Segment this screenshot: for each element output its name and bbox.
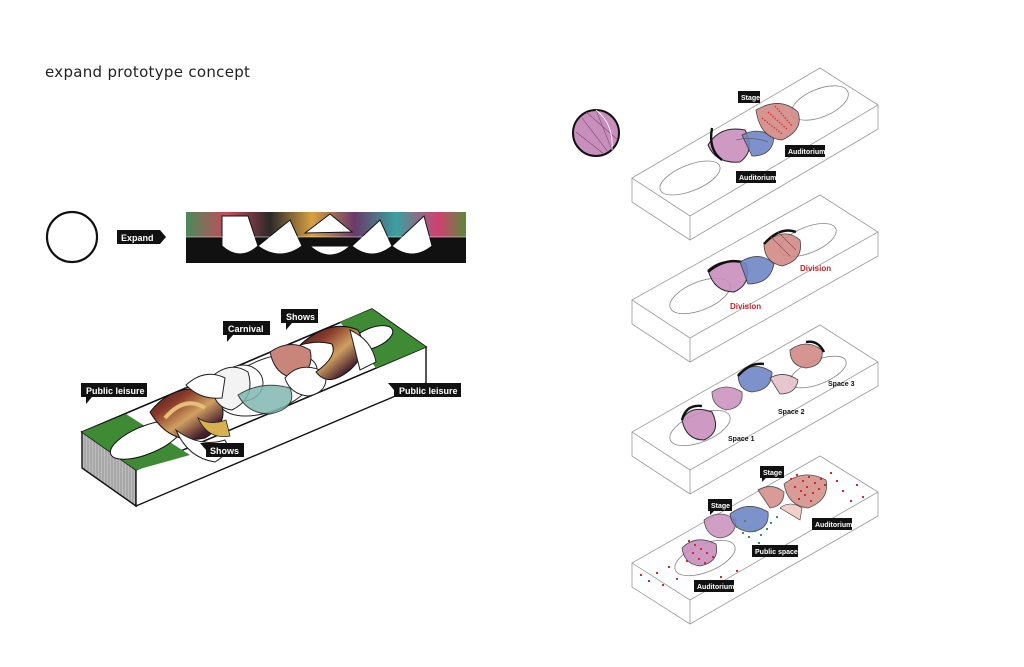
expand-arrow-tag: Expand — [117, 230, 166, 244]
expand-label: Expand — [121, 233, 154, 243]
d4-label-stage-top: Stage — [760, 466, 784, 482]
sculpture-forms — [149, 325, 377, 463]
svg-text:Public leisure: Public leisure — [86, 386, 145, 396]
svg-text:Public space: Public space — [755, 549, 798, 556]
diagram-stage-public-space: Stage Stage Auditorium Public space Audi… — [631, 455, 879, 625]
svg-text:Carnival: Carnival — [228, 324, 264, 334]
audience-dots — [640, 472, 864, 586]
diagram-spaces: Space 3 Space 2 Space 1 — [631, 324, 879, 495]
svg-text:Auditorium: Auditorium — [697, 584, 734, 591]
label-public-leisure-left: Public leisure — [81, 383, 147, 404]
expanded-strip — [186, 212, 466, 263]
d1-label-auditorium-bottom: Auditorium — [736, 171, 776, 183]
svg-text:Shows: Shows — [286, 312, 315, 322]
diagram-division: Division Division — [631, 194, 879, 363]
d4-label-auditorium-right: Auditorium — [812, 518, 852, 530]
svg-text:Auditorium: Auditorium — [739, 175, 776, 182]
d2-label-division-right: Division — [800, 264, 831, 273]
expand-process: Expand — [45, 210, 466, 264]
svg-text:Stage: Stage — [741, 95, 760, 102]
page-title: expand prototype concept — [45, 63, 251, 81]
prototype-circle — [45, 210, 99, 264]
svg-text:Shows: Shows — [210, 446, 239, 456]
label-shows-bottom: Shows — [200, 443, 244, 457]
d3-label-space2: Space 2 — [778, 409, 805, 416]
d4-label-auditorium-bottom: Auditorium — [694, 580, 734, 592]
svg-text:Auditorium: Auditorium — [788, 149, 825, 156]
public-space-dots — [736, 516, 778, 544]
label-shows-top: Shows — [281, 309, 318, 330]
d3-label-space1: Space 1 — [728, 436, 755, 443]
d1-label-stage: Stage — [738, 91, 760, 103]
svg-text:Stage: Stage — [711, 503, 730, 510]
d2-label-division-left: Division — [730, 302, 761, 311]
reference-circle — [572, 109, 620, 157]
d3-label-space3: Space 3 — [828, 381, 855, 388]
d4-label-stage-left: Stage — [708, 499, 732, 515]
svg-text:Public leisure: Public leisure — [399, 386, 458, 396]
d1-label-auditorium-right: Auditorium — [785, 145, 825, 157]
svg-text:Auditorium: Auditorium — [815, 522, 852, 529]
label-public-leisure-right: Public leisure — [388, 383, 461, 397]
d4-label-public-space: Public space — [752, 545, 798, 557]
main-model: Carnival Shows Shows Public leisure Publ… — [80, 308, 461, 508]
diagram-stage-auditorium: Stage Auditorium Auditorium — [631, 67, 879, 241]
label-carnival: Carnival — [223, 321, 270, 342]
svg-text:Stage: Stage — [763, 470, 782, 477]
